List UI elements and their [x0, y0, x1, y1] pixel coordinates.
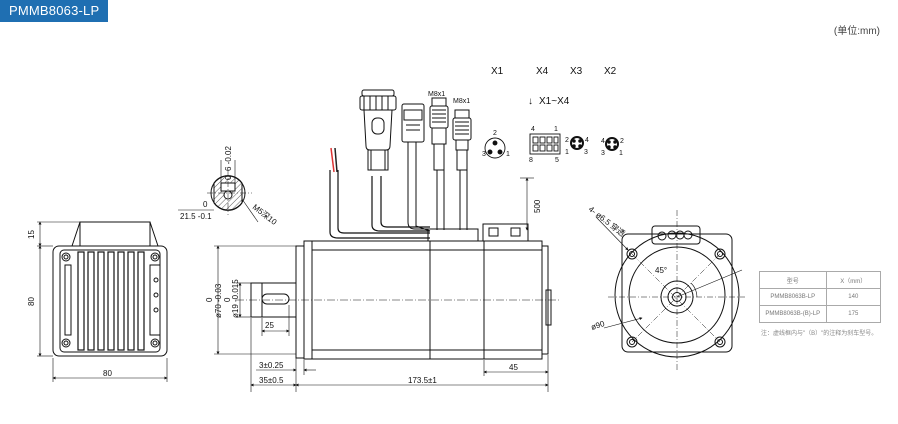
dim-frame-height: 80	[27, 297, 36, 306]
pin-x4-bottom-right: 5	[555, 157, 559, 164]
pin-x3-left-bottom: 1	[565, 149, 569, 156]
pin-labels: 2 3 1 4 1 8 5 2 4 1 3 4 2 3 1	[482, 126, 624, 164]
dim-flange-step: 3±0.25	[259, 361, 284, 370]
dim-frame-width: 80	[103, 369, 112, 378]
spec-cell-model: PMMB8063B-(B)-LP	[759, 305, 827, 323]
spec-cell-x: 175	[825, 305, 882, 323]
table-row: PMMB8063B-(B)-LP 175	[759, 305, 882, 323]
dim-cable-length: 500	[533, 199, 542, 213]
dim-key-width: 6 -0.02	[224, 146, 233, 171]
label-x1: X1	[491, 66, 504, 77]
pinout-diagrams	[484, 133, 619, 159]
cooling-fins	[77, 251, 145, 351]
pin-x3-left-top: 2	[565, 137, 569, 144]
pin-x2-left-top: 4	[601, 138, 605, 145]
table-note: 注：虚线框内与"（B）"的注释为刹车型号。	[761, 331, 878, 337]
pin-x2-right-bottom: 1	[619, 150, 623, 157]
pin-x4-bottom-left: 8	[529, 157, 533, 164]
rear-view	[37, 221, 168, 382]
pin-x1-left: 3	[482, 151, 486, 158]
pin-x2-right-top: 2	[620, 138, 624, 145]
dim-pilot-zero: 0	[205, 297, 214, 302]
dim-key-length: 25	[265, 321, 274, 330]
connector-labels: X1 X4 X3 X2 ↓ X1~X4 M8x1 M8x1	[428, 66, 617, 107]
pin-x4-top-left: 4	[531, 126, 535, 133]
spec-header-model: 型号	[759, 271, 827, 289]
pin-x4-top-right: 1	[554, 126, 558, 133]
dim-angle: 45°	[655, 266, 667, 275]
pin-x1-top: 2	[493, 130, 497, 137]
label-m8-b: M8x1	[453, 98, 470, 105]
dimension-labels: 0 6 -0.02 0 21.5 -0.1 M5深10 500 15 80 80…	[27, 146, 667, 385]
pin-x3-right-bottom: 3	[584, 149, 588, 156]
dim-shaft-diameter: ø19 -0.015	[231, 279, 240, 318]
range-label: X1~X4	[539, 96, 570, 107]
dim-shaft-depth: 21.5 -0.1	[180, 212, 212, 221]
dim-key-zero: 0	[224, 175, 233, 180]
label-m8-a: M8x1	[428, 91, 445, 98]
dim-pilot-diameter: ø70 -0.03	[214, 283, 223, 318]
dim-shaft-zero: 0	[203, 200, 208, 209]
spec-cell-model: PMMB8063B-LP	[759, 288, 827, 306]
label-x2: X2	[604, 66, 617, 77]
label-x3: X3	[570, 66, 583, 77]
dim-thread: M5深10	[251, 202, 279, 227]
dim-flange-thickness: 15	[27, 230, 36, 239]
pin-x1-right: 1	[506, 151, 510, 158]
pin-x3-right-top: 4	[585, 137, 589, 144]
spec-header-x: X（mm）	[825, 271, 882, 289]
range-arrow: ↓	[528, 96, 533, 107]
front-view	[595, 210, 745, 372]
dim-mount-holes: 4- ø6.5 穿透	[587, 204, 627, 239]
pin-x2-left-bottom: 3	[601, 150, 605, 157]
shaft-section-detail	[178, 160, 259, 223]
side-view	[214, 89, 560, 392]
dim-shaft-length: 35±0.5	[259, 376, 284, 385]
dim-shaft-zero-2: 0	[223, 297, 232, 302]
model-title-badge: PMMB8063-LP	[0, 0, 109, 22]
table-row: PMMB8063B-LP 140	[759, 288, 882, 306]
dim-rear-length: 45	[509, 363, 518, 372]
unit-label: (单位:mm)	[833, 26, 880, 37]
spec-table-header-row: 型号 X（mm）	[759, 271, 882, 289]
dim-pcd: ø90	[590, 319, 606, 332]
label-x4: X4	[536, 66, 549, 77]
spec-cell-x: 140	[825, 288, 882, 306]
dim-body-length: 173.5±1	[408, 376, 437, 385]
spec-table: 型号 X（mm） PMMB8063B-LP 140 PMMB8063B-(B)-…	[759, 271, 882, 323]
